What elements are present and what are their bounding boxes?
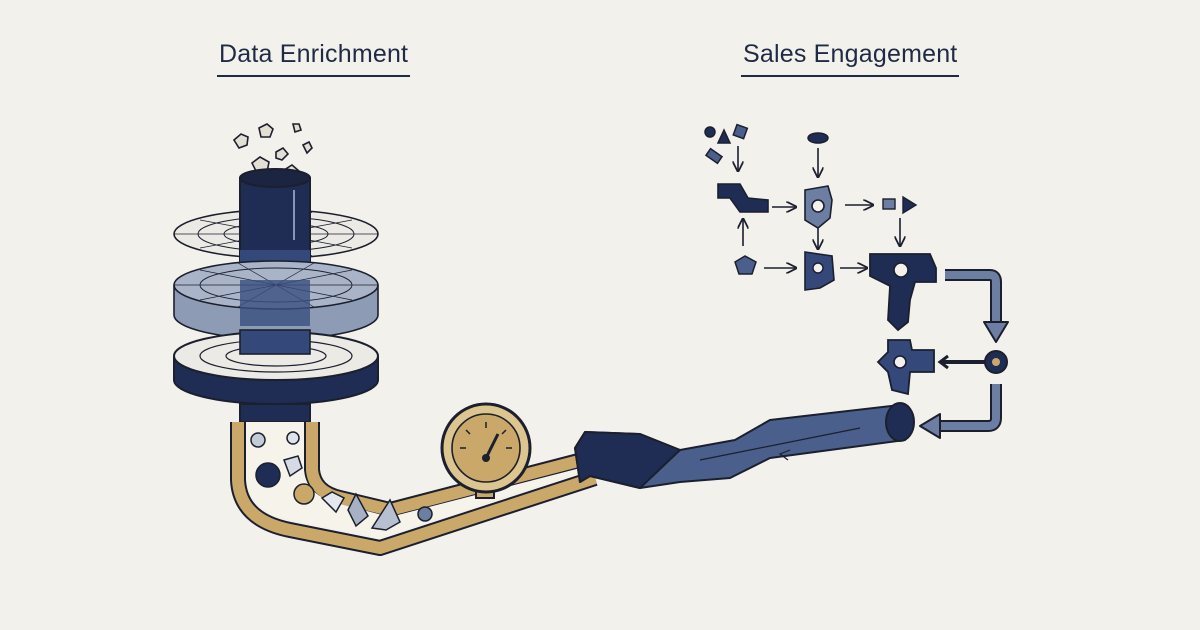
- pressure-gauge-icon: [440, 402, 532, 499]
- route-arrow-down: [945, 269, 1002, 322]
- process-node-start: [717, 183, 769, 213]
- sales-engagement-title: Sales Engagement: [741, 40, 960, 77]
- process-node-forward: [902, 195, 918, 215]
- process-node-filter: [804, 185, 833, 229]
- flow-chart-icon: [704, 123, 1009, 439]
- process-node-queue: [882, 198, 896, 210]
- process-node-merge: [804, 251, 835, 291]
- mesh-disc-middle: [173, 260, 379, 340]
- arrow-conduit-icon: [574, 402, 915, 489]
- input-shapes: [704, 123, 829, 165]
- cylinder-outlet: [239, 403, 311, 423]
- route-arrow-return: [940, 384, 1002, 432]
- base-ring: [173, 329, 379, 405]
- endpoint-pin: [937, 350, 1008, 374]
- process-node-router: [869, 253, 937, 332]
- enriched-data-gems: [250, 431, 433, 531]
- process-node-input: [734, 255, 757, 275]
- process-node-output: [876, 339, 935, 396]
- data-enrichment-title: Data Enrichment: [217, 40, 411, 77]
